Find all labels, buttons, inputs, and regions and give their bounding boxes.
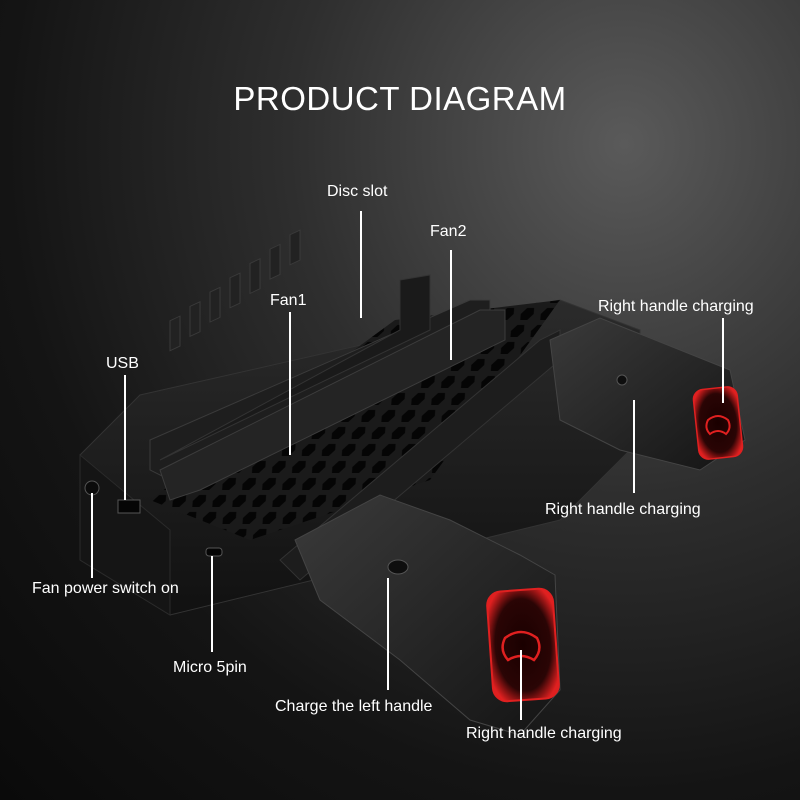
label-right-handle-mid: Right handle charging [545, 501, 701, 518]
page-title: PRODUCT DIAGRAM [233, 80, 567, 117]
label-usb: USB [106, 355, 139, 372]
label-fan-power-switch: Fan power switch on [32, 580, 179, 597]
usb-port [117, 499, 141, 514]
fins [169, 229, 301, 352]
fan-power-switch [84, 480, 100, 496]
leader-lines [91, 211, 724, 720]
label-charge-left-handle: Charge the left handle [275, 698, 433, 715]
label-fan2: Fan2 [430, 223, 467, 240]
label-disc-slot: Disc slot [327, 183, 388, 200]
right-rear-dock [549, 317, 746, 471]
front-dock [294, 494, 561, 736]
label-fan1: Fan1 [270, 292, 307, 309]
label-right-handle-bottom: Right handle charging [466, 725, 622, 742]
label-right-handle-top: Right handle charging [598, 298, 754, 315]
micro-usb-port [205, 547, 223, 557]
label-micro-5pin: Micro 5pin [173, 659, 247, 676]
